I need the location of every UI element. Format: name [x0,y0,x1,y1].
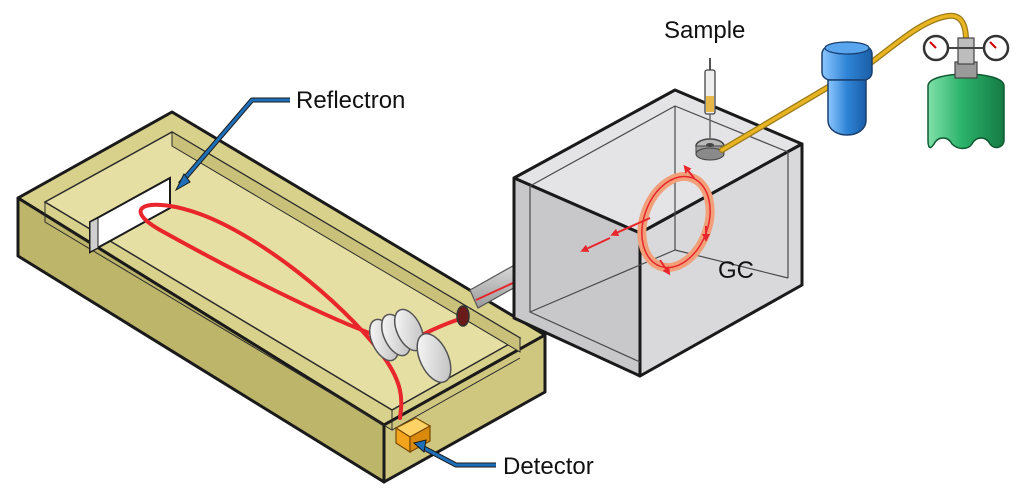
gc-label: GC [718,257,754,284]
reflectron-pointer [174,97,290,192]
tof-inner-back-wall [171,131,521,353]
sample-label: Sample [664,17,745,44]
tof-entrance-aperture [456,305,470,327]
detector-label: Detector [503,453,594,480]
pressure-gauge-icon [922,34,1010,62]
gas-cylinder-icon [927,37,1005,150]
gc-oven-box [512,88,804,378]
carrier-gas-line [719,12,969,153]
sample-syringe-icon [704,58,716,140]
detector-icon [394,417,432,454]
detector-pointer [412,439,496,468]
tof-analyzer-box [16,110,547,484]
reflectron-label: Reflectron [296,87,405,114]
gc-column-coil [580,164,715,276]
gas-filter-icon [821,41,873,136]
gc-right-face [638,142,804,378]
ion-lens-icon [368,308,452,384]
